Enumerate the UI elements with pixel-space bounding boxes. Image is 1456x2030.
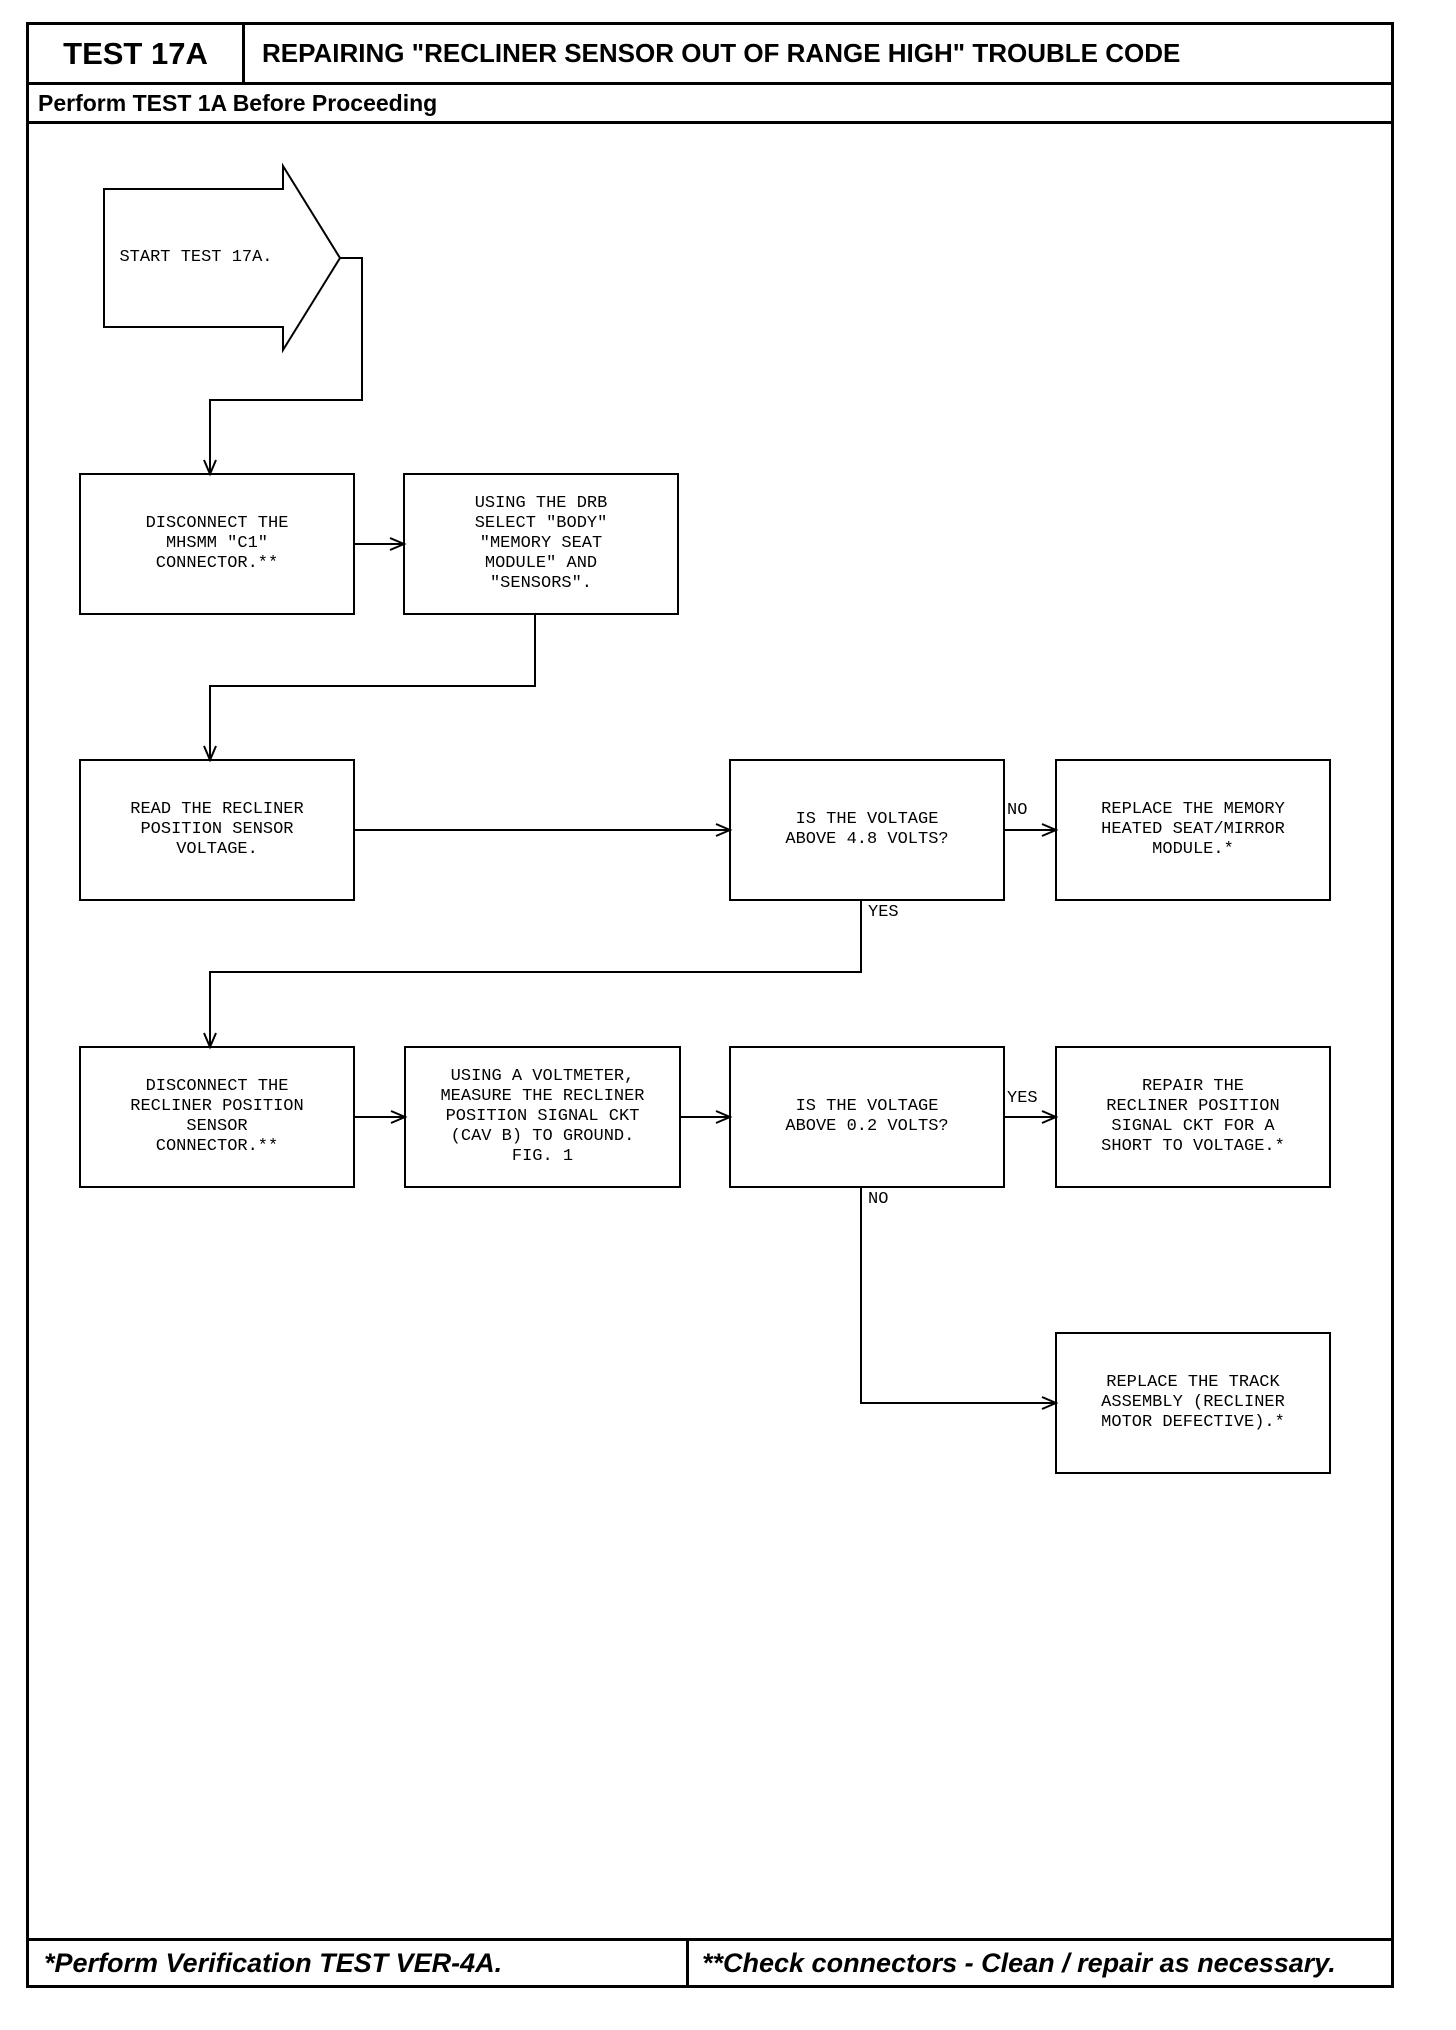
- question-voltage-above-4-8: IS THE VOLTAGE ABOVE 4.8 VOLTS?: [785, 810, 949, 849]
- test-id: TEST 17A: [29, 25, 245, 82]
- branch-label-q1-yes: YES: [868, 903, 899, 922]
- branch-label-q2-no: NO: [868, 1190, 889, 1209]
- box-question-0-2: [729, 1046, 1005, 1188]
- step-using-drb: USING THE DRB SELECT "BODY" "MEMORY SEAT…: [474, 494, 608, 593]
- box-disconnect-sensor: [79, 1046, 355, 1188]
- question-voltage-above-0-2: IS THE VOLTAGE ABOVE 0.2 VOLTS?: [785, 1097, 949, 1136]
- arrowhead-drb: [389, 537, 407, 551]
- footer-note-connectors: **Check connectors - Clean / repair as n…: [702, 1947, 1336, 1978]
- footer-column-divider: [686, 1941, 689, 1985]
- box-repair-circuit: [1055, 1046, 1331, 1188]
- step-read-voltage: READ THE RECLINER POSITION SENSOR VOLTAG…: [130, 800, 304, 859]
- branch-label-q1-no: NO: [1007, 801, 1028, 820]
- box-using-drb: [403, 473, 679, 615]
- step-disconnect-c1: DISCONNECT THE MHSMM "C1" CONNECTOR.**: [145, 514, 289, 573]
- step-disconnect-sensor: DISCONNECT THE RECLINER POSITION SENSOR …: [130, 1077, 304, 1156]
- arrowhead-module: [1041, 823, 1059, 837]
- start-step: START TEST 17A.: [119, 248, 273, 267]
- arrowhead-read: [203, 745, 217, 763]
- arrowhead-q1: [715, 823, 733, 837]
- arrowhead-repair: [1041, 1110, 1059, 1124]
- arrowhead-voltmeter: [390, 1110, 408, 1124]
- connector-q1-yes-to-sensor: [209, 900, 862, 1045]
- connector-q2-no-to-track: [860, 1187, 1054, 1404]
- start-arrow-shape: [103, 162, 342, 354]
- footer-note-verification: *Perform Verification TEST VER-4A.: [44, 1947, 503, 1978]
- box-using-voltmeter: [404, 1046, 681, 1188]
- connector-start-to-c1: [209, 257, 363, 472]
- page-subtitle: Perform TEST 1A Before Proceeding: [38, 89, 438, 116]
- header-divider: [29, 82, 1391, 85]
- branch-label-q2-yes: YES: [1007, 1089, 1038, 1108]
- subtitle-divider: [29, 121, 1391, 124]
- arrowhead-q2: [715, 1110, 733, 1124]
- step-replace-track: REPLACE THE TRACK ASSEMBLY (RECLINER MOT…: [1101, 1373, 1285, 1432]
- box-replace-module: [1055, 759, 1331, 901]
- step-using-voltmeter: USING A VOLTMETER, MEASURE THE RECLINER …: [440, 1067, 645, 1166]
- box-read-voltage: [79, 759, 355, 901]
- page-title: REPAIRING "RECLINER SENSOR OUT OF RANGE …: [262, 38, 1181, 68]
- step-repair-circuit: REPAIR THE RECLINER POSITION SIGNAL CKT …: [1101, 1077, 1285, 1156]
- page-frame: [26, 22, 1394, 1988]
- arrowhead-track: [1041, 1396, 1059, 1410]
- arrowhead-c1: [203, 459, 217, 477]
- step-replace-module: REPLACE THE MEMORY HEATED SEAT/MIRROR MO…: [1101, 800, 1285, 859]
- footer-divider: [29, 1938, 1391, 1941]
- connector-drb-to-read: [209, 614, 536, 758]
- arrowhead-sensor: [203, 1032, 217, 1050]
